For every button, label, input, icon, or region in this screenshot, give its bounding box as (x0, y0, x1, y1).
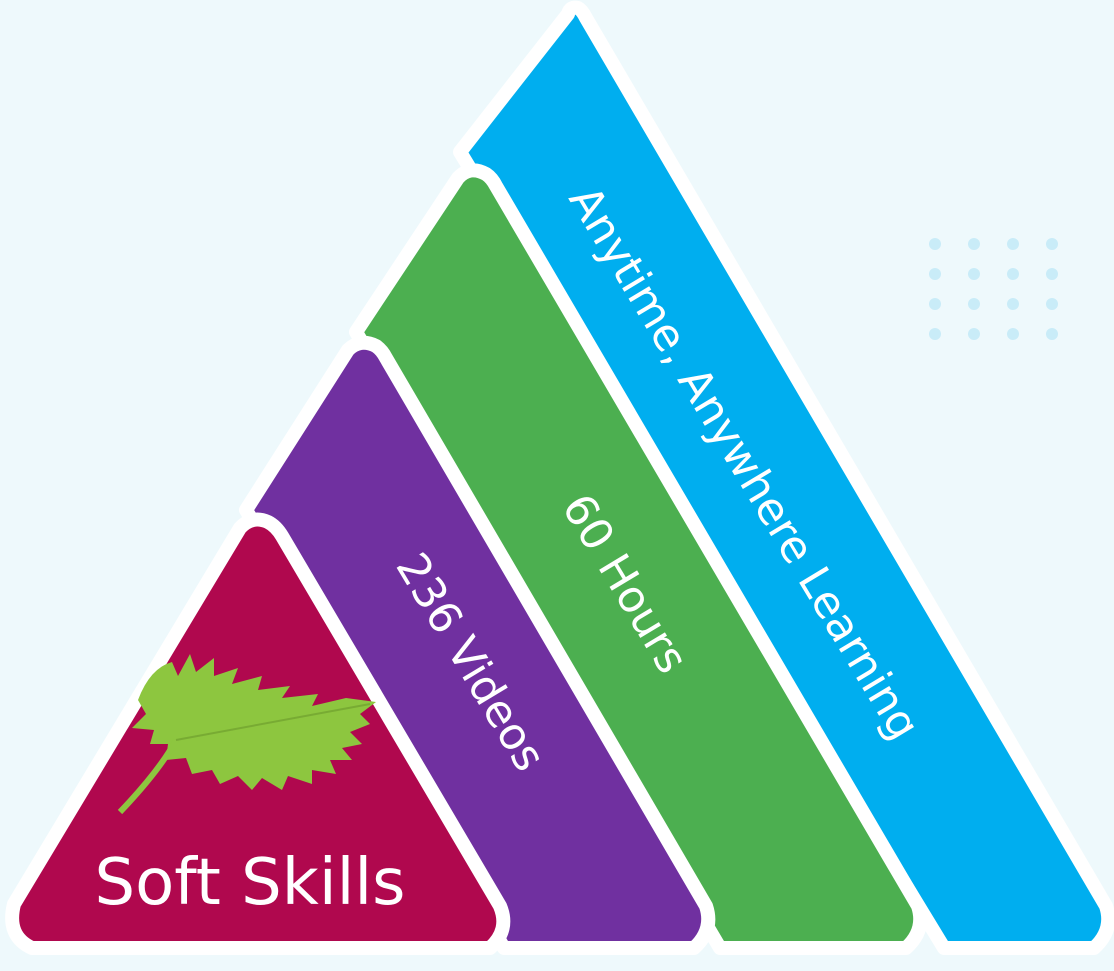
decoration-dot (929, 328, 941, 340)
decoration-dot (1007, 268, 1019, 280)
decoration-dot (1046, 328, 1058, 340)
decoration-dot (1007, 298, 1019, 310)
dot-grid-decoration (929, 238, 1058, 340)
leaf-icon (117, 654, 376, 815)
decoration-dot (968, 328, 980, 340)
decoration-dot (929, 298, 941, 310)
layer-60-hours-shape (349, 163, 928, 955)
layer-anytime-shape (453, 0, 1114, 955)
decoration-dot (929, 268, 941, 280)
decoration-dot (1046, 298, 1058, 310)
decoration-dot (968, 268, 980, 280)
decoration-dot (968, 298, 980, 310)
layer-236-videos-shape (239, 335, 716, 955)
decoration-dot (1046, 268, 1058, 280)
layer-soft-skills-label: Soft Skills (95, 846, 406, 920)
decoration-dot (968, 238, 980, 250)
decoration-dot (1007, 328, 1019, 340)
decoration-dot (929, 238, 941, 250)
decoration-dot (1046, 238, 1058, 250)
decoration-dot (1007, 238, 1019, 250)
